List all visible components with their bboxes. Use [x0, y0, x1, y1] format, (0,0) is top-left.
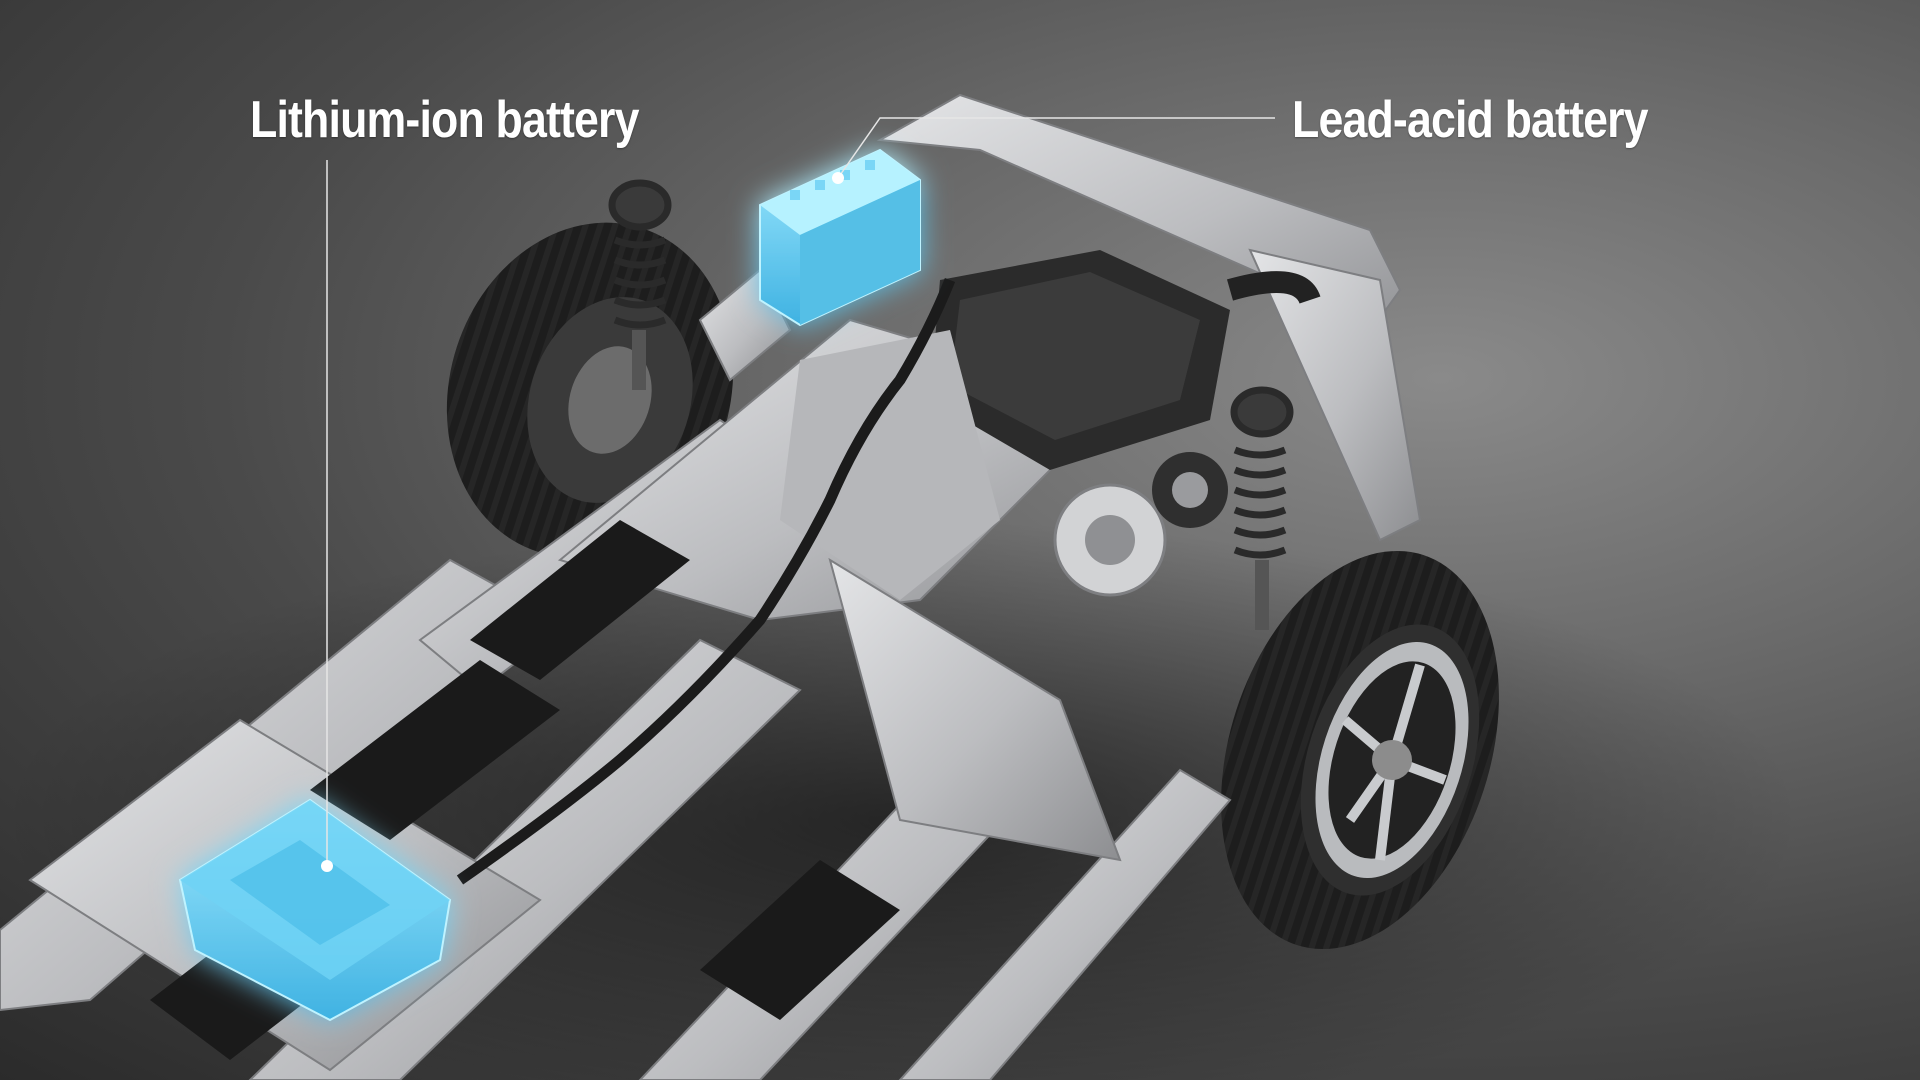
callout-dot-icon [321, 860, 333, 872]
front-suspension-spring [1230, 386, 1294, 630]
lithium-ion-battery [178, 798, 452, 1022]
front-wheel [1221, 550, 1499, 950]
wiring-harness [456, 277, 956, 885]
lead-acid-battery-label: Lead-acid battery [1292, 91, 1649, 149]
lithium-ion-battery-label: Lithium-ion battery [250, 91, 639, 149]
lead-acid-leader-line [837, 117, 1275, 179]
callout-dot-icon [832, 172, 844, 184]
rear-suspension-spring [608, 179, 672, 390]
lead-acid-battery [759, 148, 921, 327]
engine-assembly [780, 250, 1321, 600]
callout-lines [326, 117, 1275, 865]
